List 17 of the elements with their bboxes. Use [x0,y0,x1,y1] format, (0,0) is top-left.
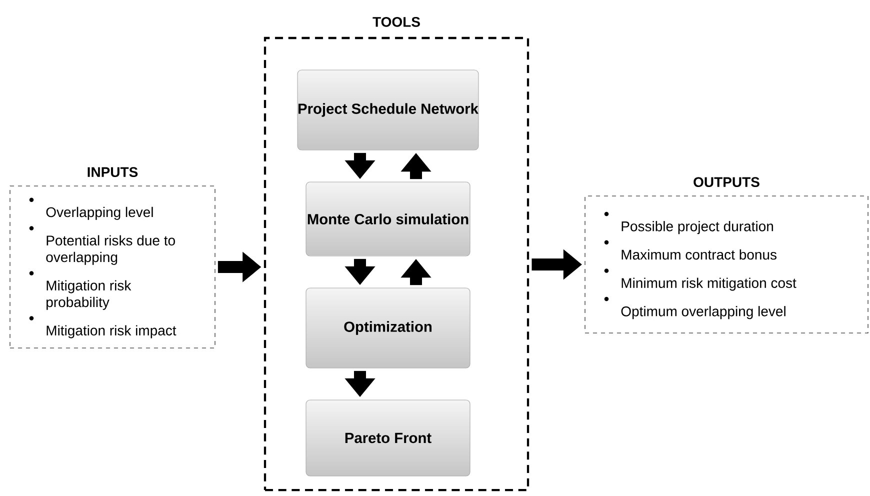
bullet-list-box: Possible project duration Maximum contract bonus Minimum risk mitigation cost Optimum overlapping level [584,196,868,334]
node-label: Optimum overlapping level [621,306,786,320]
process-box: Monte Carlo simulation [306,182,470,256]
process-box: Pareto Front [306,400,470,476]
node-label: Maximum contract bonus [622,249,776,260]
process-box: Project Schedule Network [297,70,479,150]
node-label: Mitigation risk probability [46,280,132,310]
node-label: Potential risks due to overlapping [46,235,175,265]
node-label: Overlapping level [46,206,153,220]
section-heading: OUTPUTS [694,177,760,188]
section-heading: TOOLS [372,17,420,27]
node-label: Minimum risk mitigation cost [622,278,796,291]
bullet-list-box: Overlapping level Potential risks due to overlapping Mitigation risk probability Mitigation risk impact [10,186,216,348]
process-box: Optimization [306,288,470,368]
node-label: Mitigation risk impact [46,325,176,338]
node-label: Possible project duration [622,221,774,234]
section-heading: INPUTS [88,167,138,178]
